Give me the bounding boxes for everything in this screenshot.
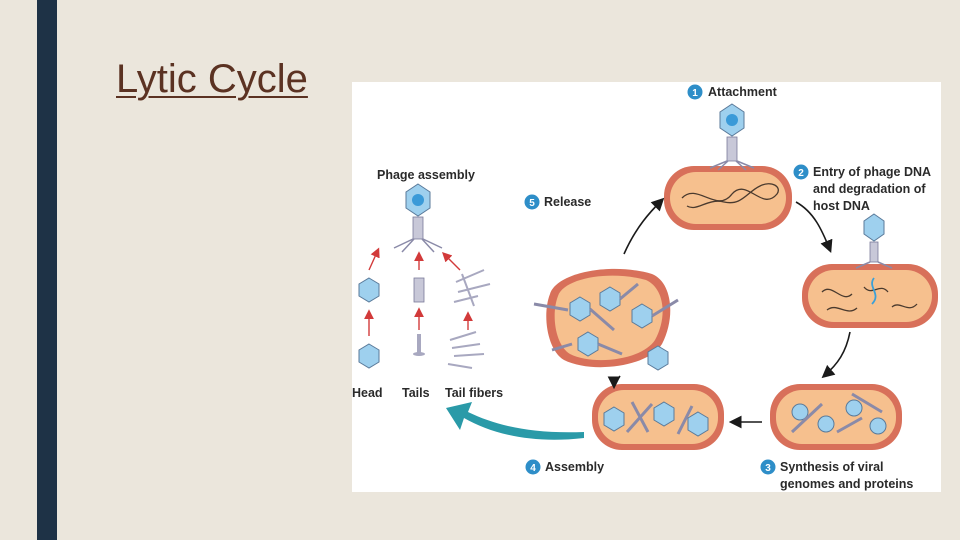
phage-assembly-title: Phage assembly (377, 168, 475, 182)
part-label-tails: Tails (402, 386, 430, 400)
lytic-cycle-diagram: Phage assembly Head Tails Tail fibers 1 … (352, 82, 941, 492)
part-label-tail-fibers: Tail fibers (445, 386, 503, 400)
step-5-label: Release (544, 195, 591, 209)
step-2-label-line-1: Entry of phage DNA (813, 165, 931, 179)
bacterial-cell-entry (802, 264, 938, 328)
step-1-label: Attachment (708, 85, 778, 99)
step-3-badge (760, 459, 776, 475)
step-4-badge (525, 459, 541, 475)
step-1-number: 1 (692, 88, 698, 99)
step-2-badge (793, 164, 809, 180)
assembly-arrow (446, 402, 584, 440)
part-label-head: Head (352, 386, 383, 400)
phage-injecting (855, 213, 893, 269)
slide-title: Lytic Cycle (116, 57, 308, 101)
cycle-arrows (607, 197, 851, 429)
step-2-label-line-2: and degradation of (813, 182, 926, 196)
sidebar-accent-bar (37, 0, 57, 540)
step-4-label: Assembly (545, 460, 604, 474)
step-4-number: 4 (530, 463, 536, 474)
bacterial-cell-release (533, 268, 679, 371)
bacterial-cell-assembly (592, 384, 724, 450)
step-1-badge (687, 84, 703, 100)
step-2-number: 2 (798, 168, 804, 179)
step-3-number: 3 (765, 463, 771, 474)
bacterial-cell-synthesis (770, 384, 902, 450)
step-5-badge (524, 194, 540, 210)
bacterial-cell-attachment (664, 166, 792, 230)
phage-assembly-panel (358, 183, 491, 369)
step-3-label-line-2: genomes and proteins (780, 477, 913, 491)
step-3-label-line-1: Synthesis of viral (780, 460, 884, 474)
step-5-number: 5 (529, 198, 535, 209)
phage-attached (709, 103, 755, 171)
step-2-label-line-3: host DNA (813, 199, 870, 213)
